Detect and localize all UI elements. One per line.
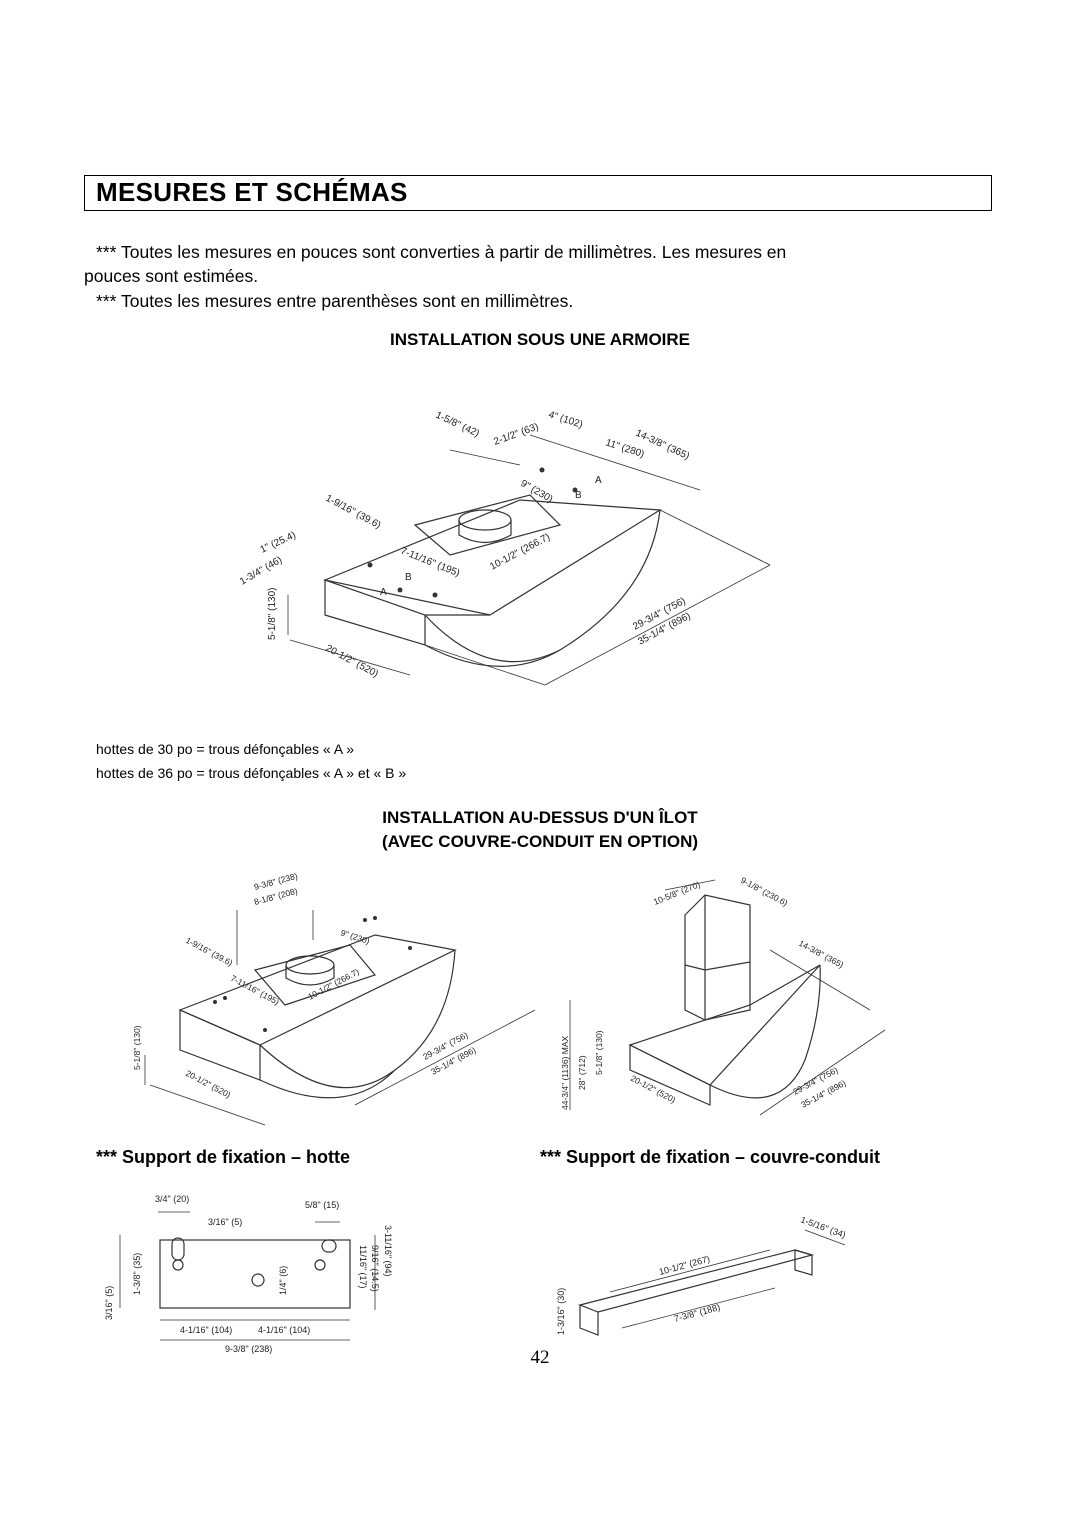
- dim-label: 14-3/8" (365): [797, 938, 845, 970]
- dim-label: 11" (280): [604, 437, 646, 460]
- dim-label: 5-1/8" (130): [267, 588, 278, 640]
- dim-label: 2-1/2" (63): [492, 421, 540, 447]
- section-heading-island: INSTALLATION AU-DESSUS D'UN ÎLOT: [382, 808, 698, 827]
- dim-label: 4-1/16" (104): [180, 1325, 232, 1335]
- dim-label: 7-11/16" (195): [229, 973, 281, 1007]
- dim-label: 28" (712): [577, 1055, 587, 1090]
- dim-label: 1-9/16" (39.6): [184, 935, 234, 968]
- dim-label: 4-1/16" (104): [258, 1325, 310, 1335]
- dim-label: 1-5/16" (34): [799, 1214, 847, 1240]
- dim-label: 1-5/8" (42): [434, 410, 481, 440]
- island-hood-diagram: 9-3/8" (238) 8-1/8" (208) 9" (230) 1-9/1…: [132, 871, 536, 1126]
- dim-label: 9-1/8" (230.6): [739, 875, 789, 908]
- dim-label: 1-9/16" (39.6): [324, 493, 383, 531]
- dim-label: 5/8" (15): [305, 1200, 339, 1210]
- dim-label: 11/16" (17): [358, 1245, 368, 1289]
- note-line-2: pouces sont estimées.: [84, 266, 259, 286]
- hood-front-face: [629, 1044, 711, 1106]
- caption-30in: hottes de 30 po = trous défonçables « A …: [96, 741, 355, 757]
- hood-curved-front: [424, 509, 661, 663]
- bracket-plate: [159, 1239, 351, 1309]
- page-title: MESURES ET SCHÉMAS: [96, 177, 408, 207]
- dim-label: 5-1/8" (130): [594, 1030, 604, 1075]
- note-line-3: *** Toutes les mesures entre parenthèses…: [96, 291, 574, 311]
- dim-label: 3/4" (20): [155, 1194, 189, 1204]
- hood-front-face: [324, 579, 426, 646]
- duct-collar: [458, 509, 512, 531]
- title-box: [84, 175, 992, 211]
- dim-label: 10-1/2" (266.7): [488, 532, 552, 573]
- note-line-1: *** Toutes les mesures en pouces sont co…: [96, 242, 787, 262]
- dim-label: 44-3/4" (1136) MAX: [560, 1035, 570, 1110]
- dim-label: 7-3/8" (188): [673, 1302, 721, 1324]
- dim-label: 20-1/2" (520): [324, 643, 380, 680]
- mount-hole: [314, 1259, 326, 1271]
- dim-label: 20-1/2" (520): [629, 1073, 677, 1105]
- hole-label-b: B: [405, 572, 412, 583]
- island-hood-duct-cover-diagram: 10-5/8" (270) 9-1/8" (230.6) 14-3/8" (36…: [560, 875, 886, 1116]
- caption-36in: hottes de 36 po = trous défonçables « A …: [96, 765, 407, 781]
- dim-label: 9-3/8" (238): [225, 1344, 272, 1354]
- dim-label: 1" (25.4): [259, 530, 298, 556]
- duct-collar: [285, 955, 335, 975]
- page-number: 42: [530, 1347, 550, 1368]
- dim-label: 9/16" (14.5): [370, 1245, 380, 1292]
- hood-top-face: [628, 964, 821, 1086]
- dim-label: 20-1/2" (520): [184, 1068, 232, 1100]
- duct-cover: [684, 894, 751, 1021]
- dim-label: 4" (102): [547, 409, 584, 430]
- dim-label: 1/4" (6): [278, 1266, 288, 1295]
- hood-curved-front: [709, 964, 821, 1099]
- dim-label: 3-11/16" (94): [383, 1225, 393, 1277]
- label-hood-bracket: *** Support de fixation – hotte: [96, 1147, 351, 1167]
- dim-label: 1-3/16" (30): [556, 1288, 566, 1335]
- dim-label: 3/16" (5): [104, 1286, 114, 1320]
- under-cabinet-diagram: 1-5/8" (42) 4" (102) 2-1/2" (63) 11" (28…: [238, 409, 771, 686]
- hole-label-b: B: [575, 490, 582, 501]
- dim-label: 9" (230): [339, 927, 371, 946]
- dim-label: 10-5/8" (270): [652, 879, 702, 907]
- mount-hole: [172, 1259, 184, 1271]
- hole-label-a: A: [595, 475, 602, 486]
- dim-label: 3/16" (5): [208, 1217, 242, 1227]
- section-heading-under-cabinet: INSTALLATION SOUS UNE ARMOIRE: [389, 330, 690, 349]
- hole-label-a: A: [380, 587, 387, 598]
- section-heading-island-sub: (AVEC COUVRE-CONDUIT EN OPTION): [381, 832, 699, 851]
- mount-hole: [251, 1273, 265, 1287]
- dim-label: 5-1/8" (130): [132, 1025, 142, 1070]
- duct-cover-bracket-diagram: 1-5/16" (34) 10-1/2" (267) 7-3/8" (188) …: [556, 1214, 847, 1336]
- hood-bracket-diagram: 3/4" (20) 3/16" (5) 5/8" (15) 3-11/16" (…: [104, 1194, 393, 1354]
- dim-label: 1-3/4" (46): [238, 555, 284, 588]
- label-duct-cover-bracket: *** Support de fixation – couvre-conduit: [540, 1147, 881, 1167]
- dim-label: 1-3/8" (35): [132, 1253, 142, 1295]
